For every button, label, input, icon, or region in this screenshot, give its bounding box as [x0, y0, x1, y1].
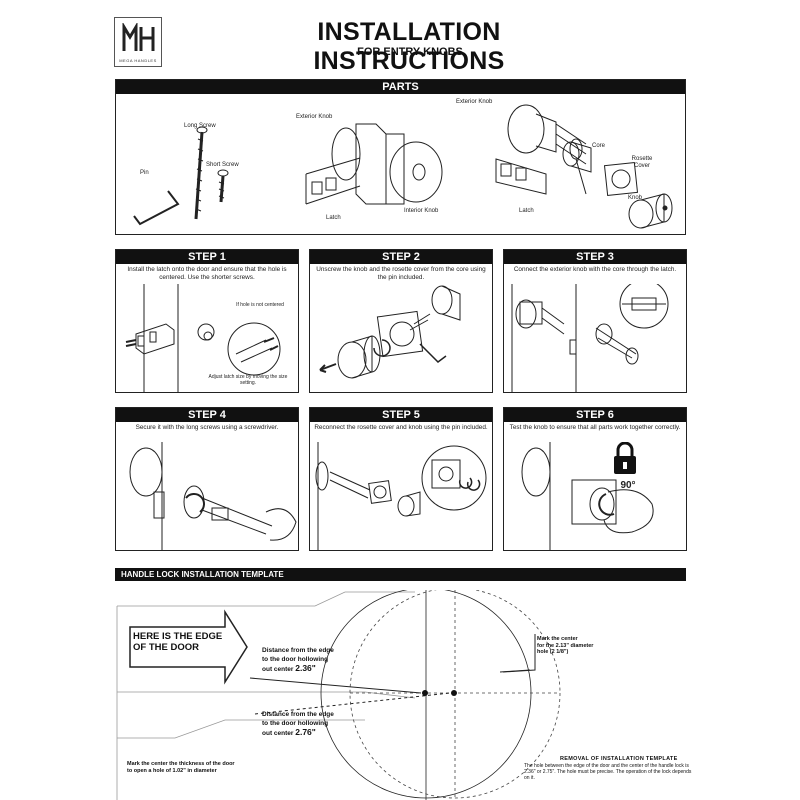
step-1-title: STEP 1: [116, 250, 298, 264]
step-2-text: Unscrew the knob and the rosette cover f…: [316, 266, 486, 281]
step-4-text: Secure it with the long screws using a s…: [135, 424, 279, 431]
template-removal-text: The hole between the edge of the door an…: [524, 763, 692, 781]
label-interior-knob: Interior Knob: [404, 208, 439, 214]
label-rosette-cover: Rosette Cover: [631, 156, 653, 169]
step-2-title: STEP 2: [310, 250, 492, 264]
label-exterior-knob-a: Exterior Knob: [296, 114, 333, 120]
label-knob: Knob: [628, 195, 643, 201]
brand-logo: MEGA HANDLES: [114, 17, 162, 67]
template-diagram: [116, 590, 561, 800]
template-title: HANDLE LOCK INSTALLATION TEMPLATE: [115, 568, 686, 581]
template-distance-1: Distance from the edge to the door hollo…: [262, 647, 334, 673]
step-1-note-b: Adjust latch size by moving the size set…: [208, 374, 288, 386]
step-1-illustration: [125, 284, 281, 392]
step-5-panel: STEP 5 Reconnect the rosette cover and k…: [309, 407, 493, 551]
step-5-text: Reconnect the rosette cover and knob usi…: [314, 424, 488, 431]
page-title: INSTALLATION INSTRUCTIONS: [313, 18, 505, 75]
padlock-icon: [614, 442, 636, 474]
step-2-panel: STEP 2 Unscrew the knob and the rosette …: [309, 249, 493, 393]
monogram-mh: [122, 23, 155, 51]
step-6-title: STEP 6: [504, 408, 686, 422]
step-6-text: Test the knob to ensure that all parts w…: [509, 424, 681, 431]
step-6-panel: STEP 6 Test the knob to ensure that all …: [503, 407, 687, 551]
step-4-panel: STEP 4 Secure it with the long screws us…: [115, 407, 299, 551]
edge-arrow-icon: [129, 609, 248, 685]
label-short-screw: Short Screw: [206, 162, 239, 168]
label-long-screw: Long Screw: [184, 123, 216, 129]
label-latch-b: Latch: [519, 208, 534, 214]
step-3-title: STEP 3: [504, 250, 686, 264]
step-1-text: Install the latch onto the door and ensu…: [127, 266, 287, 281]
step-2-illustration: [319, 285, 461, 379]
template-removal-title: REMOVAL OF INSTALLATION TEMPLATE: [560, 756, 678, 762]
parts-section: PARTS: [115, 79, 686, 235]
step-1-panel: STEP 1 Install the latch onto the door a…: [115, 249, 299, 393]
label-pin: Pin: [140, 170, 149, 176]
page-subtitle: FOR ENTRY KNOBS: [357, 46, 463, 58]
template-edge-label: HERE IS THE EDGE OF THE DOOR: [133, 631, 223, 653]
step-6-angle: 90°: [620, 480, 636, 491]
label-exterior-knob-b: Exterior Knob: [456, 99, 493, 105]
step-6-illustration: [521, 442, 654, 550]
parts-title: PARTS: [116, 80, 685, 94]
template-distance-2: Distance from the edge to the door hollo…: [262, 711, 334, 737]
label-core: Core: [592, 143, 606, 149]
template-mark-center-note: Mark the center for the 2.13" diameter h…: [537, 636, 594, 655]
step-3-illustration: [511, 284, 669, 392]
step-3-text: Connect the exterior knob with the core …: [513, 266, 677, 273]
brand-name: MEGA HANDLES: [119, 58, 157, 63]
parts-illustration: [133, 104, 673, 229]
step-1-note-a: If hole is not centered: [236, 302, 284, 308]
template-mark-thickness-note: Mark the center the thickness of the doo…: [127, 761, 235, 774]
step-5-illustration: [315, 442, 487, 550]
step-4-title: STEP 4: [116, 408, 298, 422]
label-latch-a: Latch: [326, 215, 341, 221]
step-5-title: STEP 5: [310, 408, 492, 422]
step-4-illustration: [129, 442, 297, 550]
step-3-panel: STEP 3 Connect the exterior knob with th…: [503, 249, 687, 393]
